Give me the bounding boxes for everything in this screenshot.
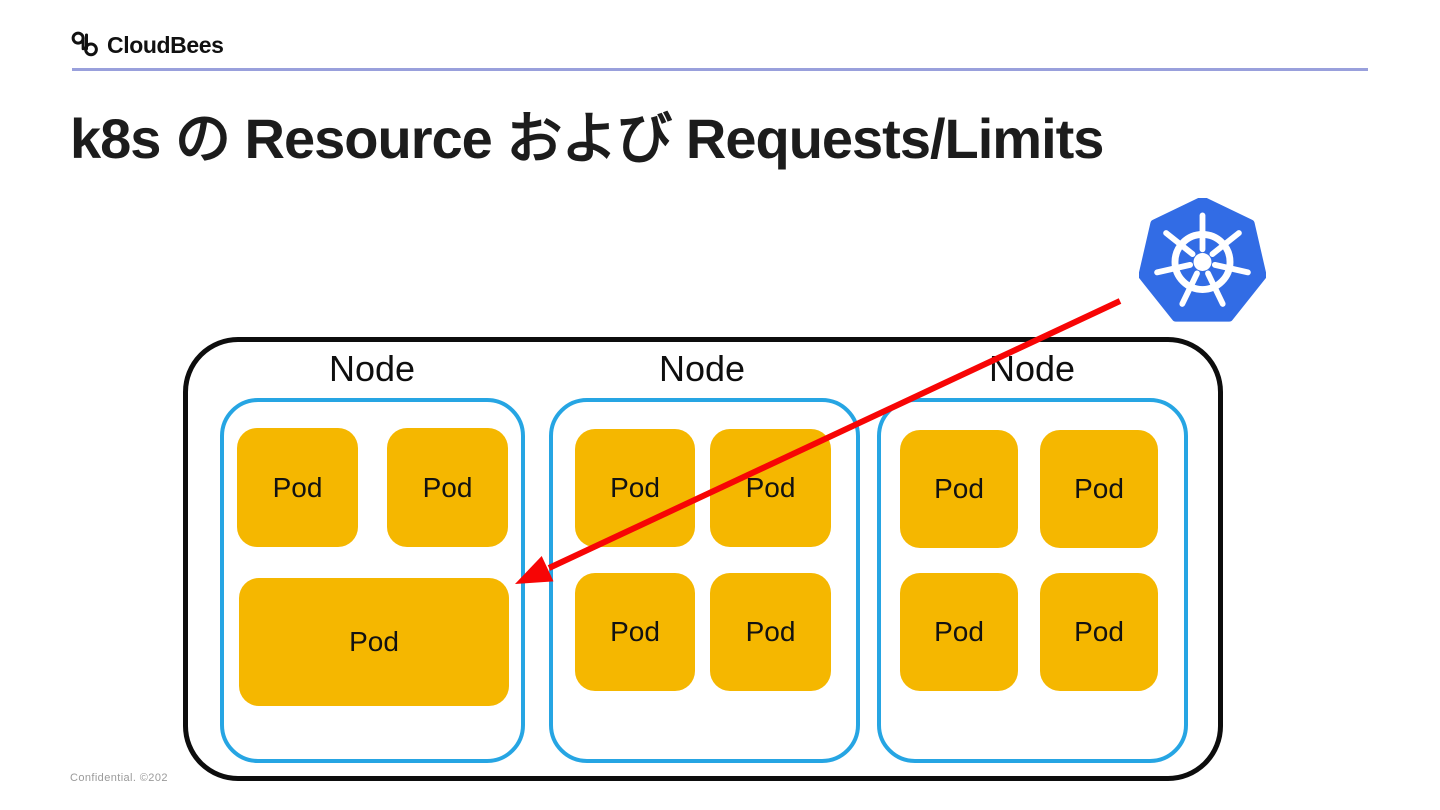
cloudbees-logo: CloudBees [70,30,224,60]
pod: Pod [575,429,695,547]
node-2-label: Node [658,348,746,389]
pod: Pod [237,428,358,547]
confidential-footer: Confidential. ©202 [70,772,168,784]
node-1-label: Node [328,348,416,389]
pod: Pod [1040,430,1158,548]
brand-name: CloudBees [107,31,224,58]
pod: Pod [710,573,831,691]
pod: Pod [1040,573,1158,691]
slide-title: k8s の Resource および Requests/Limits [70,107,1104,170]
pod: Pod [710,429,831,547]
pod: Pod [387,428,508,547]
pod: Pod [900,573,1018,691]
node-3: Pod Pod Pod Pod [877,398,1188,763]
node-2: Pod Pod Pod Pod [549,398,860,763]
header-divider [72,68,1368,71]
cloudbees-icon [71,31,98,57]
node-3-label: Node [988,348,1076,389]
node-1: Pod Pod Pod [220,398,525,763]
pod-wide: Pod [239,578,509,706]
kubernetes-icon [1139,198,1266,322]
pod: Pod [900,430,1018,548]
pod: Pod [575,573,695,691]
